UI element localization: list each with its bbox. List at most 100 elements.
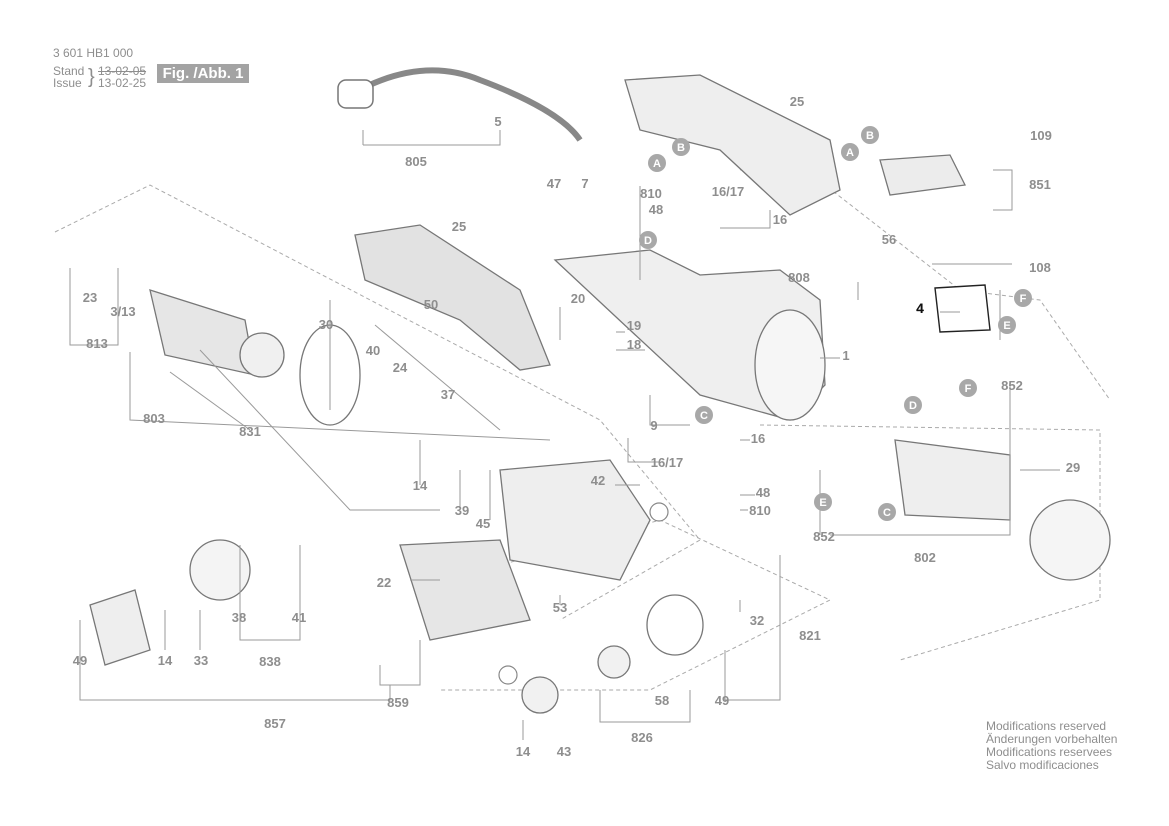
part-label: 838 [259,654,281,669]
modifications-line: Modifications reservees [986,745,1113,759]
part-label: 808 [788,270,810,285]
leader-line [830,385,1011,536]
end-cap [1029,499,1111,581]
callout-circle [878,503,896,521]
part-drawings [89,67,1111,714]
part-label: 7 [581,176,588,191]
part-label: 857 [264,716,286,731]
callout-circle [998,316,1016,334]
new-date: 13-02-25 [98,76,147,90]
leader-line [129,352,551,441]
callout-letter: F [965,383,972,395]
part-label: 58 [655,693,669,708]
callout-letter: D [644,235,652,247]
callout-tag: F [1014,289,1032,307]
leader-line [725,555,781,701]
part-label: 810 [749,503,771,518]
callout-circle [904,396,922,414]
part-label: 803 [143,411,165,426]
leader-line [239,545,301,641]
part-label: 48 [756,485,770,500]
callout-letter: E [819,497,826,509]
modifications-line: Änderungen vorbehalten [986,732,1118,746]
callout-circle [814,493,832,511]
stand-label: Stand [53,64,85,78]
brush-holder-highlight [934,284,991,333]
modifications-notice: Modifications reserved Änderungen vorbeh… [986,720,1117,772]
leader-line [169,371,251,431]
callout-tag: B [672,138,690,156]
bearing-plate [89,589,151,666]
part-label: 49 [715,693,729,708]
leader-line [599,690,691,723]
callout-letter: B [866,130,874,142]
part-label: 859 [387,695,409,710]
ball-bearing [597,645,631,679]
part-label: 9 [650,418,657,433]
leader-line [649,395,690,426]
leader-line [627,438,660,463]
part-label: 810 [640,186,662,201]
flange [646,594,704,656]
callout-tag: D [639,231,657,249]
part-label: 38 [232,610,246,625]
part-label: 14 [516,744,531,759]
armature [149,289,256,376]
callout-tag: A [648,154,666,172]
part-label: 813 [86,336,108,351]
part-label: 805 [405,154,427,169]
modifications-line: Salvo modificaciones [986,758,1099,772]
callout-tag: D [904,396,922,414]
part-label: 16/17 [651,455,684,470]
figure-label: Fig. /Abb. 1 [157,64,249,83]
callout-letter: X [655,507,663,519]
leader-line [374,324,501,431]
callout-tag: X [649,502,669,522]
part-label: 53 [553,600,567,615]
part-label: 18 [627,337,641,352]
doc-number: 3 601 HB1 000 [53,46,134,60]
part-label: 29 [1066,460,1080,475]
part-label: 41 [292,610,306,625]
part-label: 16 [773,212,787,227]
callout-letter: F [1020,293,1027,305]
part-label: 5 [494,114,501,129]
callout-circle [639,231,657,249]
callout-letter: C [700,410,708,422]
part-label: 14 [158,653,173,668]
flange-gear [189,539,251,601]
part-label: 24 [393,360,408,375]
part-label: 826 [631,730,653,745]
part-label: 821 [799,628,821,643]
part-label: 20 [571,291,585,306]
part-label: 32 [750,613,764,628]
callout-tag: C [695,406,713,424]
leader-line [993,169,1013,211]
callout-tag: E [998,316,1016,334]
assembly-frame [54,149,1111,691]
gear-housing [499,459,651,581]
plug [337,79,374,109]
part-label: 45 [476,516,490,531]
callout-circle [672,138,690,156]
callout-tag: B [861,126,879,144]
callout-circle [861,126,879,144]
part-label: 25 [790,94,804,109]
part-label: 39 [455,503,469,518]
part-label: 16 [751,431,765,446]
part-label: 50 [424,297,438,312]
old-date: 13-02-05 [98,64,147,78]
part-label: 22 [377,575,391,590]
callout-circle [649,502,669,522]
callout-tag: X [498,665,518,685]
leader-line [379,640,421,686]
callout-tag: E [814,493,832,511]
callout-letter: X [504,670,512,682]
part-label: 14 [413,478,428,493]
callout-circle [648,154,666,172]
issue-label: Issue [53,76,82,90]
part-label: 831 [239,424,261,439]
highlighted-part-label: 4 [916,300,924,316]
part-label: 25 [452,219,466,234]
